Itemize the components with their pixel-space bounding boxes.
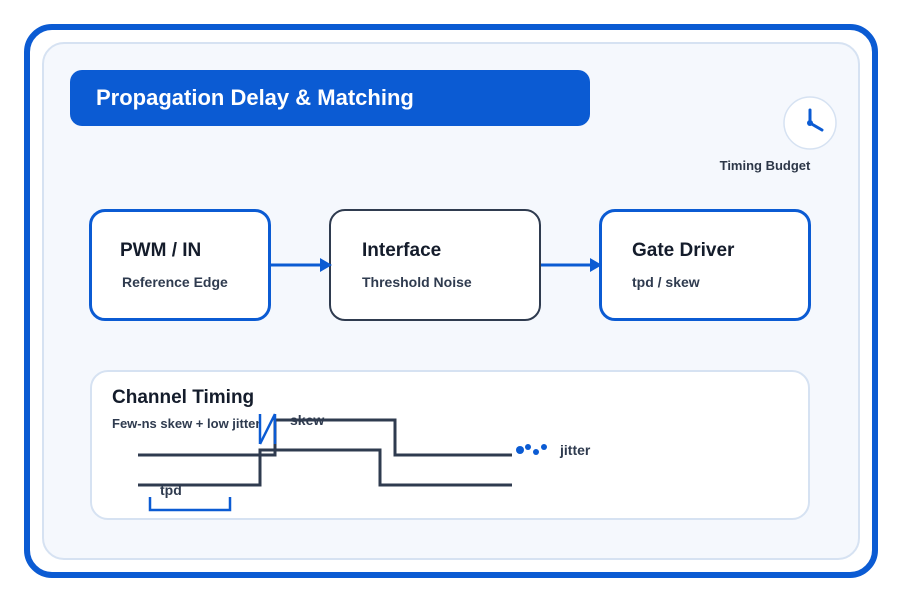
block-pwm-in: PWM / IN Reference Edge [89, 209, 271, 321]
page-title: Propagation Delay & Matching [70, 70, 590, 126]
block-subtitle: Reference Edge [122, 274, 228, 290]
clock-icon [783, 96, 837, 150]
block-subtitle: tpd / skew [632, 274, 700, 290]
channel-timing-title: Channel Timing [112, 387, 255, 408]
channel-timing-subtitle: Few-ns skew + low jitter [112, 416, 261, 431]
block-gate-driver: Gate Driver tpd / skew [599, 209, 811, 321]
block-interface: Interface Threshold Noise [329, 209, 541, 321]
block-title: Interface [362, 240, 442, 261]
block-title: Gate Driver [632, 240, 735, 261]
block-title: PWM / IN [120, 240, 202, 261]
block-subtitle: Threshold Noise [362, 274, 472, 290]
timing-budget-label: Timing Budget [719, 158, 811, 173]
